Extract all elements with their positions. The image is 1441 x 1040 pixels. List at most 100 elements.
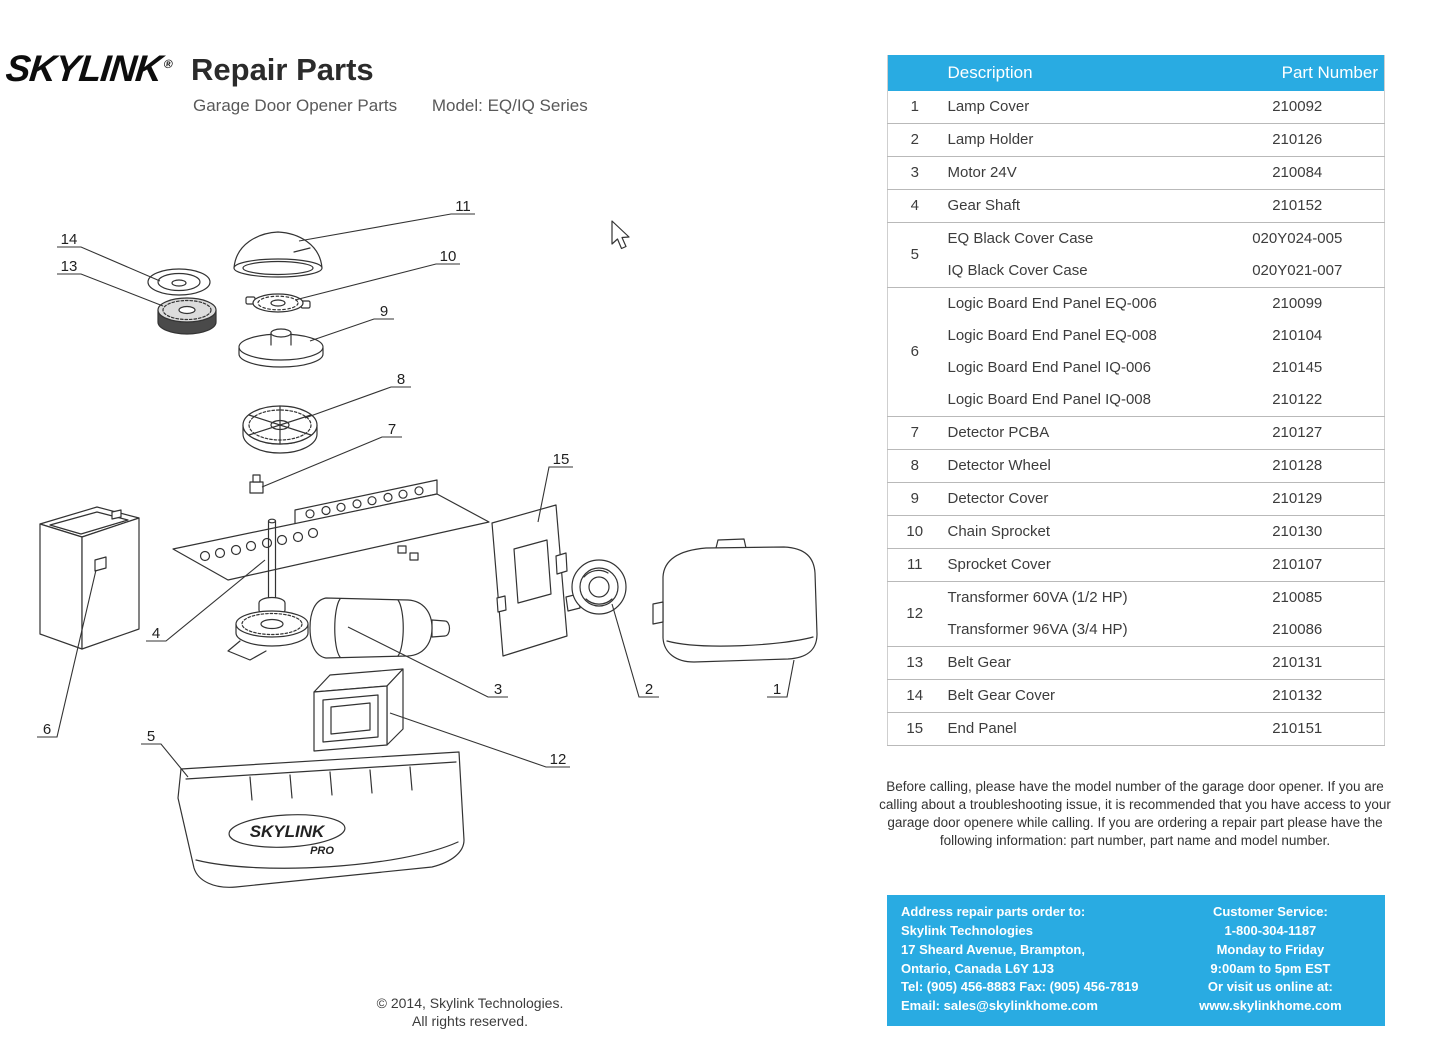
part-detector-wheel [242, 405, 318, 454]
part-index: 13 [887, 646, 942, 680]
customer-service-website: www.skylinkhome.com [1199, 998, 1342, 1014]
column-header-index [887, 55, 942, 91]
subtitle-model: Model: EQ/IQ Series [431, 96, 588, 115]
part-number: 210092 [1210, 91, 1385, 124]
callout-8: 8 [397, 371, 405, 388]
callout-3: 3 [494, 681, 502, 698]
part-description: Gear Shaft [941, 189, 1211, 223]
customer-service-days: Monday to Friday [1216, 941, 1325, 957]
case-logo-text: SKYLINK [250, 822, 326, 841]
part-number: 210129 [1210, 482, 1385, 516]
contact-address-line: Skylink Technologies [901, 922, 1033, 938]
callout-9: 9 [380, 303, 388, 320]
callout-12: 12 [550, 751, 567, 768]
part-index: 5 [887, 222, 942, 288]
mouse-cursor-icon [611, 220, 630, 250]
callout-leader-lines [37, 213, 795, 778]
part-number: 210085 [1272, 589, 1323, 606]
part-index: 2 [887, 123, 942, 157]
part-number: 210104 [1272, 327, 1323, 344]
customer-service-title: Customer Service: [1212, 904, 1328, 919]
part-index: 11 [887, 548, 942, 582]
part-number: 210127 [1210, 416, 1385, 450]
page-subtitle: Garage Door Opener Parts Model: EQ/IQ Se… [193, 96, 588, 116]
part-number: 210130 [1210, 515, 1385, 549]
customer-service-phone: 1-800-304-1187 [1224, 922, 1317, 938]
callout-labels: 14 13 11 10 9 8 7 15 4 3 2 1 6 12 5 [43, 198, 781, 768]
contact-address-title: Address repair parts order to: [901, 904, 1086, 919]
part-description: Motor 24V [941, 156, 1211, 190]
part-description: End Panel [941, 712, 1211, 746]
callout-2: 2 [645, 681, 653, 698]
part-detector-pcba [172, 474, 490, 581]
contact-box: Address repair parts order to: Skylink T… [887, 895, 1385, 1027]
table-row: Logic Board End Panel IQ-006 210145 [888, 352, 1385, 384]
part-index: 12 [887, 581, 942, 647]
table-row: 6 Logic Board End Panel EQ-006 210099 [887, 287, 1385, 417]
part-number: 210145 [1272, 359, 1323, 376]
part-gear-shaft [227, 518, 309, 661]
part-logic-board-end-panel [39, 506, 140, 650]
part-number: 210107 [1210, 548, 1385, 582]
part-number: 210084 [1210, 156, 1385, 190]
table-header-row: Description Part Number [887, 55, 1385, 91]
callout-10: 10 [440, 248, 457, 265]
part-index: 3 [887, 156, 942, 190]
subtitle-product: Garage Door Opener Parts [193, 96, 398, 115]
part-number: 210152 [1210, 189, 1385, 223]
part-number: 210128 [1210, 449, 1385, 483]
callout-6: 6 [43, 721, 51, 738]
callout-13: 13 [61, 258, 78, 275]
support-note: Before calling, please have the model nu… [879, 779, 1391, 849]
contact-address-line: 17 Sheard Avenue, Brampton, [901, 941, 1085, 957]
part-number: 210122 [1210, 384, 1385, 417]
part-description: IQ Black Cover Case [941, 255, 1211, 288]
part-cover-case [177, 751, 465, 888]
part-number: 210126 [1210, 123, 1385, 157]
column-header-description: Description [941, 55, 1211, 91]
part-index: 1 [887, 91, 942, 124]
part-index: 8 [887, 449, 942, 483]
part-transformer [313, 668, 404, 752]
part-description: Logic Board End Panel IQ-006 [947, 359, 1151, 376]
part-number: 210099 [1272, 295, 1323, 312]
case-logo-sub: PRO [310, 845, 334, 857]
part-description: Detector PCBA [941, 416, 1211, 450]
copyright-line1: © 2014, Skylink Technologies. [376, 995, 564, 1011]
part-number: 210086 [1210, 614, 1385, 647]
part-index: 7 [887, 416, 942, 450]
customer-service-hours: 9:00am to 5pm EST [1210, 960, 1331, 976]
contact-address-line: Ontario, Canada L6Y 1J3 [901, 960, 1054, 976]
part-description: Logic Board End Panel EQ-006 [947, 295, 1157, 312]
part-number: 020Y021-007 [1210, 255, 1385, 288]
part-number: 020Y024-005 [1252, 230, 1343, 247]
part-index: 6 [887, 287, 942, 417]
part-description: Logic Board End Panel IQ-008 [941, 384, 1211, 417]
part-description: Detector Wheel [941, 449, 1211, 483]
part-index: 10 [887, 515, 942, 549]
copyright-line2: All rights reserved. [412, 1013, 528, 1030]
callout-14: 14 [61, 231, 78, 248]
part-lamp-cover [652, 538, 818, 663]
callout-11: 11 [455, 198, 471, 215]
part-description: Lamp Cover [941, 91, 1211, 124]
part-description: Transformer 96VA (3/4 HP) [941, 614, 1211, 647]
part-number: 210151 [1210, 712, 1385, 746]
part-belt-gear [157, 297, 217, 335]
customer-service-online-label: Or visit us online at: [1207, 979, 1333, 995]
part-index: 9 [887, 482, 942, 516]
